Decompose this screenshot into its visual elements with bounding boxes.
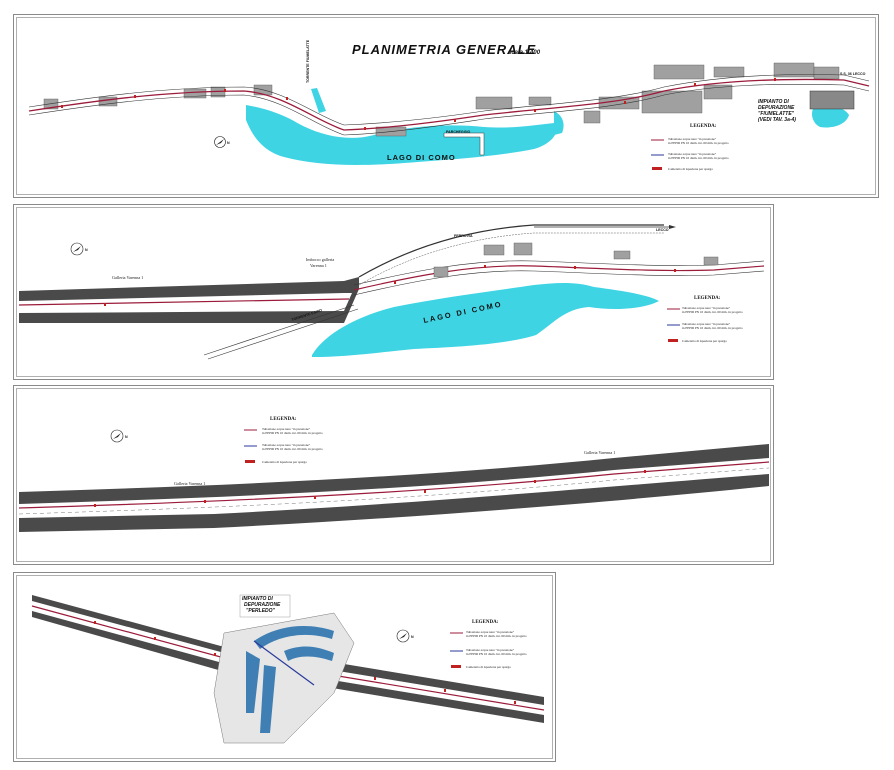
rail-label: FERROVIA (454, 234, 473, 238)
svg-text:in PEHD PN 10 diam. int. 60 mm: in PEHD PN 10 diam. int. 60 mm. in proge… (668, 141, 729, 145)
sheet-varenna-north: N Galleria Varenna 1 Imbocco galleria Va… (13, 204, 774, 380)
svg-text:in PEHD PN 10 diam. int. 60 mm: in PEHD PN 10 diam. int. 60 mm. in proge… (466, 652, 527, 656)
svg-text:Cameretta di ispezione per spu: Cameretta di ispezione per spurgo (262, 460, 307, 464)
plant-outline (809, 90, 855, 110)
north-arrow-icon: N (110, 429, 128, 443)
plant-basin (812, 105, 849, 128)
legend: LEGENDA: Tubazione acque nere "in pressi… (450, 620, 527, 669)
svg-text:"FIUMELATTE": "FIUMELATTE" (758, 111, 795, 117)
north-arrow-icon: N (214, 136, 230, 148)
svg-text:Cameretta di ispezione per spu: Cameretta di ispezione per spurgo (682, 339, 727, 343)
plant-label: IMPIANTO DI DEPURAZIONE "PERLEDO" (242, 596, 281, 614)
svg-text:LEGENDA:: LEGENDA: (472, 620, 499, 625)
svg-text:LEGENDA:: LEGENDA: (270, 417, 297, 422)
legend: LEGENDA: Tubazione acque nere "in pressi… (651, 124, 729, 171)
svg-text:Cameretta di ispezione per spu: Cameretta di ispezione per spurgo (668, 167, 713, 171)
svg-text:in PEHD PN 10 diam. int. 60 mm: in PEHD PN 10 diam. int. 60 mm. in proge… (466, 634, 527, 638)
lake-label: LAGO DI COMO (387, 153, 456, 162)
svg-text:in PEHD PN 10 diam. int. 60 mm: in PEHD PN 10 diam. int. 60 mm. in proge… (682, 310, 743, 314)
pipe-red (28, 78, 870, 131)
inspection-chambers (94, 470, 646, 507)
svg-text:Tubazione acque nere "in press: Tubazione acque nere "in pressione" (668, 152, 717, 156)
tunnel-label: Galleria Varenna 1 (112, 275, 143, 280)
varenna-tunnel-drawing: N Galleria Varenna 1 Galleria Varenna 1 … (18, 417, 770, 532)
svg-text:Tubazione acque nere "in press: Tubazione acque nere "in pressione" (466, 630, 515, 634)
svg-text:IMPIANTO DI: IMPIANTO DI (758, 99, 789, 105)
svg-text:Tubazione acque nere "in press: Tubazione acque nere "in pressione" (466, 648, 515, 652)
sheet-varenna-tunnel: N Galleria Varenna 1 Galleria Varenna 1 … (13, 385, 774, 565)
channel-blue-2 (246, 651, 260, 713)
svg-text:in PEHD PN 10 diam. int. 60 mm: in PEHD PN 10 diam. int. 60 mm. in proge… (682, 326, 743, 330)
svg-text:in PEHD PN 10 diam. int. 60 mm: in PEHD PN 10 diam. int. 60 mm. in proge… (262, 447, 323, 451)
svg-text:in PEHD PN 10 diam. int. 60 mm: in PEHD PN 10 diam. int. 60 mm. in proge… (262, 431, 323, 435)
plant-label-box (239, 594, 291, 618)
svg-text:Tubazione acque nere "in press: Tubazione acque nere "in pressione" (682, 306, 731, 310)
svg-text:N: N (411, 635, 414, 639)
svg-text:N: N (85, 248, 88, 252)
scale-label: scala 1:400 (508, 50, 541, 56)
buildings (433, 242, 719, 278)
varenna-north-drawing: N Galleria Varenna 1 Imbocco galleria Va… (18, 224, 765, 360)
inspection-chambers (61, 78, 776, 130)
canal-label: TORRENTE FIUMELATTE (306, 39, 310, 83)
road-label: S.S. 36 LECCO (840, 72, 866, 76)
sheet-general-plan: N PLANIMETRIA GENERALE scala 1:400 LAGO … (13, 14, 879, 198)
perledo-plant-drawing: IMPIANTO DI DEPURAZIONE "PERLEDO" N LEGE… (31, 594, 545, 744)
inspection-chambers (94, 621, 516, 704)
canal (311, 88, 326, 113)
sheet-perledo-plant: IMPIANTO DI DEPURAZIONE "PERLEDO" N LEGE… (13, 572, 556, 762)
page-title: PLANIMETRIA GENERALE (352, 42, 536, 57)
pier (443, 132, 485, 156)
railway (358, 224, 664, 278)
svg-text:Tubazione acque nere "in press: Tubazione acque nere "in pressione" (682, 322, 731, 326)
svg-text:Tubazione acque nere "in press: Tubazione acque nere "in pressione" (262, 443, 311, 447)
lake-area (312, 283, 659, 357)
svg-text:LEGENDA:: LEGENDA: (694, 296, 721, 301)
plant-label: IMPIANTO DI DEPURAZIONE "FIUMELATTE" (VE… (758, 99, 796, 123)
svg-text:Tubazione acque nere "in press: Tubazione acque nere "in pressione" (668, 137, 717, 141)
channel-blue-4 (284, 646, 334, 661)
svg-text:DEPURAZIONE: DEPURAZIONE (758, 105, 795, 111)
svg-text:N: N (227, 141, 230, 145)
north-arrow-icon: N (70, 242, 88, 256)
road-edge-bottom (28, 84, 870, 136)
svg-text:N: N (125, 435, 128, 439)
legend: LEGENDA: Tubazione acque nere "in pressi… (244, 417, 323, 464)
tunnel-label-right: Galleria Varenna 1 (584, 450, 615, 455)
legend: LEGENDA: Tubazione acque nere "in pressi… (667, 296, 743, 343)
tunnel-label-left: Galleria Varenna 1 (174, 481, 205, 486)
svg-text:Tubazione acque nere "in press: Tubazione acque nere "in pressione" (262, 427, 311, 431)
road-edge-top (28, 74, 870, 126)
channel-blue-3 (260, 665, 276, 733)
svg-text:DEPURAZIONE: DEPURAZIONE (244, 602, 281, 608)
pipe-red (18, 461, 770, 509)
inspection-chambers (104, 265, 676, 306)
north-arrow-icon: N (396, 629, 414, 643)
svg-text:LEGENDA:: LEGENDA: (690, 124, 717, 129)
gallery-label-1: Imbocco galleria (306, 257, 334, 262)
general-plan-drawing: N PLANIMETRIA GENERALE scala 1:400 LAGO … (28, 39, 870, 171)
road-label: LECCO (656, 228, 669, 232)
lake-inlet (554, 111, 564, 135)
pipe-red (353, 265, 765, 291)
channel-blue-1 (254, 626, 334, 649)
svg-text:IMPIANTO DI: IMPIANTO DI (242, 596, 273, 602)
svg-text:Cameretta di ispezione per spu: Cameretta di ispezione per spurgo (466, 665, 511, 669)
gallery-label-2: Varenna 1 (310, 263, 327, 268)
parking-label: PARCHEGGIO (446, 130, 470, 134)
pipe-red-tunnel (18, 298, 350, 306)
svg-text:"PERLEDO": "PERLEDO" (246, 608, 276, 614)
svg-text:(VEDI TAV. 3a-4): (VEDI TAV. 3a-4) (758, 117, 796, 123)
svg-text:in PEHD PN 10 diam. int. 60 mm: in PEHD PN 10 diam. int. 60 mm. in proge… (668, 156, 729, 160)
